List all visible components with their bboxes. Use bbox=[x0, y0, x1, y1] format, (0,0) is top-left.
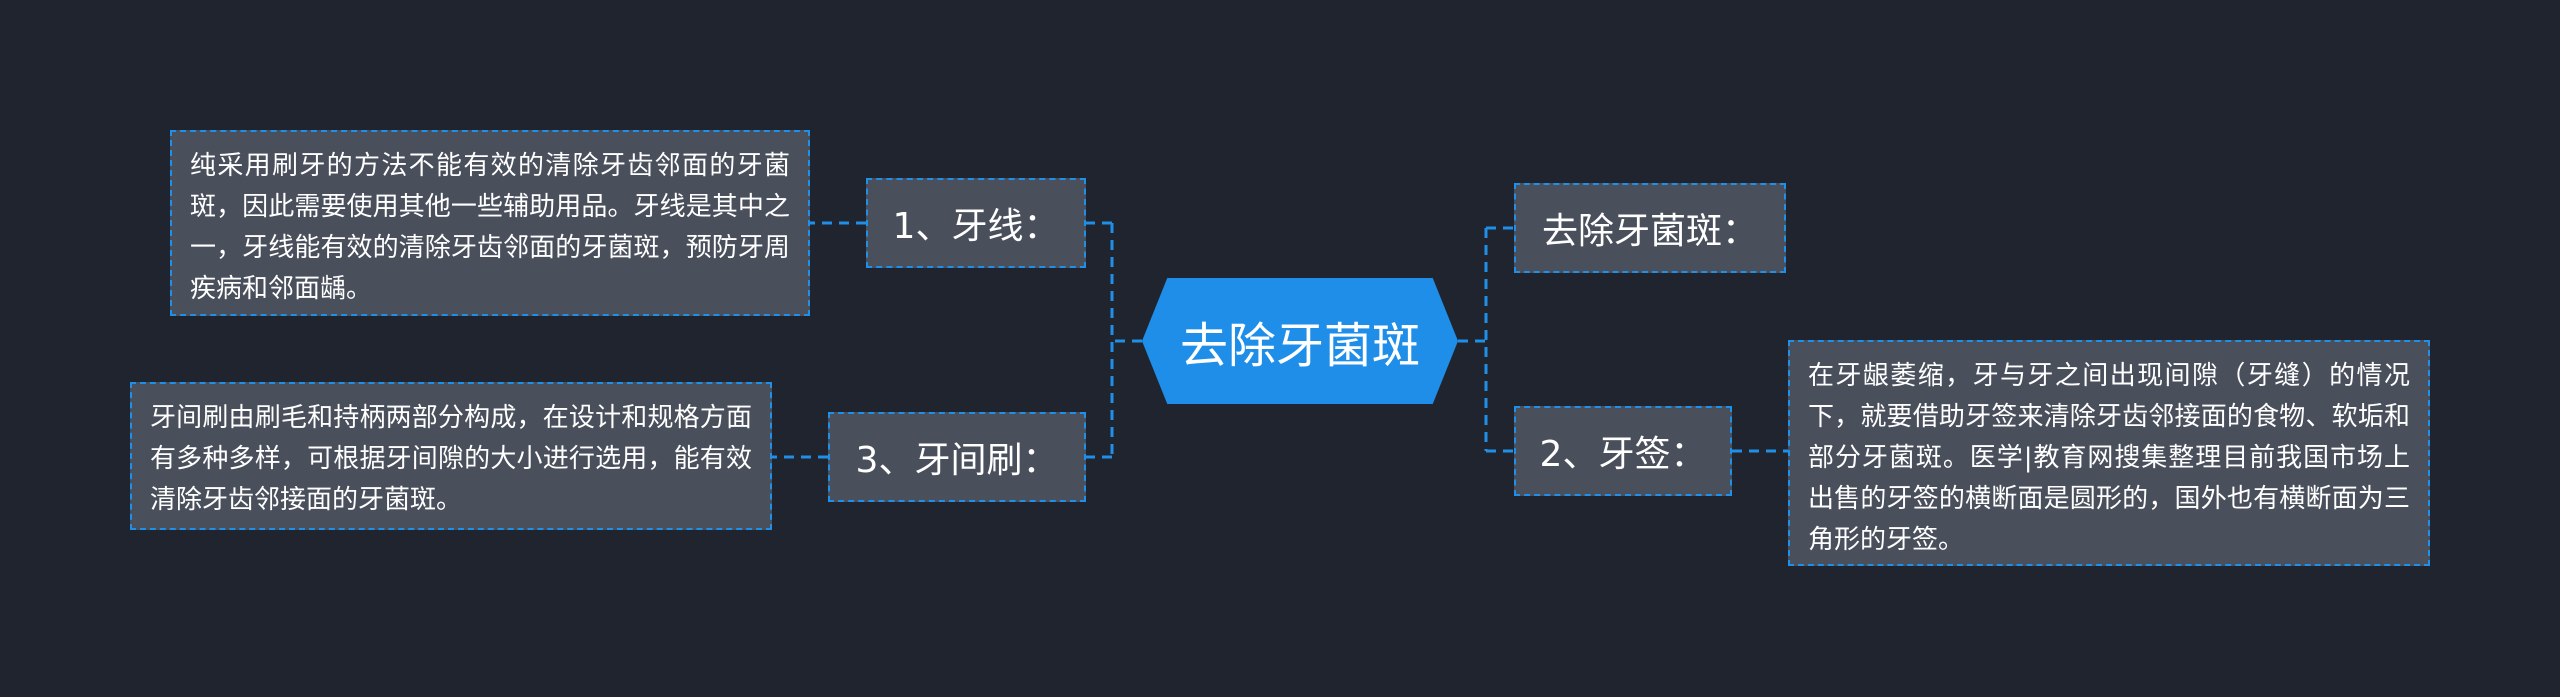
branch-toothpick-label: 2、牙签： bbox=[1539, 434, 1707, 475]
detail-toothpick-text: 在牙龈萎缩，牙与牙之间出现间隙（牙缝）的情况下，就要借助牙签来清除牙齿邻接面的食… bbox=[1808, 361, 2410, 555]
detail-floss-text: 纯采用刷牙的方法不能有效的清除牙齿邻面的牙菌斑，因此需要使用其他一些辅助用品。牙… bbox=[190, 151, 790, 304]
branch-intro-label: 去除牙菌斑： bbox=[1541, 211, 1758, 252]
root-node[interactable]: 去除牙菌斑 bbox=[1142, 278, 1458, 404]
detail-toothpick[interactable]: 在牙龈萎缩，牙与牙之间出现间隙（牙缝）的情况下，就要借助牙签来清除牙齿邻接面的食… bbox=[1788, 340, 2430, 566]
branch-floss[interactable]: 1、牙线： bbox=[866, 178, 1086, 268]
detail-floss[interactable]: 纯采用刷牙的方法不能有效的清除牙齿邻面的牙菌斑，因此需要使用其他一些辅助用品。牙… bbox=[170, 130, 810, 316]
branch-floss-label: 1、牙线： bbox=[892, 206, 1060, 247]
detail-interdental-brush-text: 牙间刷由刷毛和持柄两部分构成，在设计和规格方面有多种多样，可根据牙间隙的大小进行… bbox=[150, 403, 752, 515]
branch-interdental-brush-label: 3、牙间刷： bbox=[855, 440, 1059, 481]
branch-interdental-brush[interactable]: 3、牙间刷： bbox=[828, 412, 1086, 502]
branch-intro[interactable]: 去除牙菌斑： bbox=[1514, 183, 1786, 273]
branch-toothpick[interactable]: 2、牙签： bbox=[1514, 406, 1732, 496]
root-label: 去除牙菌斑 bbox=[1179, 318, 1420, 374]
detail-interdental-brush[interactable]: 牙间刷由刷毛和持柄两部分构成，在设计和规格方面有多种多样，可根据牙间隙的大小进行… bbox=[130, 382, 772, 530]
